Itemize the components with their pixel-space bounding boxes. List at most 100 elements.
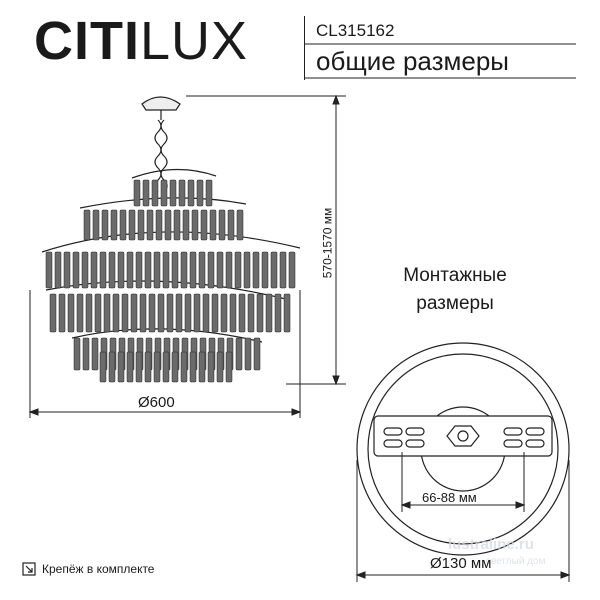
crystal-drop xyxy=(216,251,224,289)
crystal-drop xyxy=(225,351,233,383)
crystal-drop xyxy=(121,293,129,333)
crystal-drop xyxy=(218,209,226,241)
crystal-drop xyxy=(247,293,255,333)
crystal-drop xyxy=(160,179,168,207)
height-dimension xyxy=(186,94,346,386)
crystal-drop xyxy=(58,293,66,333)
base-dimension xyxy=(355,460,571,582)
footer-text: Крепёж в комплекте xyxy=(42,562,155,576)
crystal-drop xyxy=(207,351,215,383)
crystal-drop xyxy=(265,293,273,333)
crystal-drop xyxy=(151,179,159,207)
crystal-drop xyxy=(166,293,174,333)
watermark: lustraline.ru xyxy=(448,536,534,553)
base-label: Ø130 мм xyxy=(430,555,492,572)
crystal-drop xyxy=(225,251,233,289)
crystal-drop xyxy=(171,251,179,289)
crystal-drop xyxy=(211,293,219,333)
mount-title-line-2: размеры xyxy=(416,293,494,314)
crystal-drop xyxy=(189,251,197,289)
crystal-drop xyxy=(198,251,206,289)
crystal-drop xyxy=(229,293,237,333)
crystal-drop xyxy=(148,293,156,333)
watermark-sub: светлый дом xyxy=(486,556,546,567)
crystal-drop xyxy=(146,209,154,241)
crystal-drop xyxy=(117,251,125,289)
crystal-drop xyxy=(81,251,89,289)
crystal-drop xyxy=(187,179,195,207)
title-divider xyxy=(304,16,305,80)
crystal-drop xyxy=(135,251,143,289)
crystal-drop xyxy=(110,209,118,241)
crystal-drop xyxy=(155,209,163,241)
crystal-drop xyxy=(112,293,120,333)
crystal-drop xyxy=(178,179,186,207)
crystal-drop xyxy=(227,209,235,241)
crystal-drop xyxy=(180,251,188,289)
crystal-drop xyxy=(153,251,161,289)
crystal-drop xyxy=(182,209,190,241)
mount-title: Монтажные размеры xyxy=(380,262,530,318)
crystal-drop xyxy=(238,293,246,333)
crystal-drop xyxy=(202,293,210,333)
crystal-drop xyxy=(244,337,252,371)
crystal-drop xyxy=(137,209,145,241)
crystal-drop xyxy=(274,293,282,333)
crystal-drop xyxy=(126,351,134,383)
crystal-drop xyxy=(108,251,116,289)
model-number: CL315162 xyxy=(316,21,395,40)
crystal-drop xyxy=(72,251,80,289)
bracket-label: 66-88 мм xyxy=(422,490,477,505)
crystal-drop xyxy=(200,209,208,241)
crystal-drop xyxy=(220,293,228,333)
crystal-drop xyxy=(144,251,152,289)
crystal-drop xyxy=(261,251,269,289)
diameter-label: Ø600 xyxy=(138,394,175,411)
height-label: 570-1570 мм xyxy=(320,207,335,279)
crystal-drop xyxy=(83,209,91,241)
bracket-dimension xyxy=(400,452,526,512)
crystal-drop xyxy=(108,351,116,383)
crystal-drop xyxy=(235,337,243,371)
crystal-drop xyxy=(99,251,107,289)
crystal-drop xyxy=(54,251,62,289)
crystal-drop xyxy=(101,209,109,241)
footer-note: Крепёж в комплекте xyxy=(22,562,154,576)
crystal-drop xyxy=(189,351,197,383)
crystal-drop xyxy=(67,293,75,333)
crystal-drop xyxy=(82,337,90,371)
crystal-drop xyxy=(169,179,177,207)
crystal-drop xyxy=(236,209,244,241)
brand-part-1: CITI xyxy=(34,11,140,71)
crystal-drop xyxy=(45,251,53,289)
crystal-drop xyxy=(252,251,260,289)
crystal-drop xyxy=(196,179,204,207)
crystal-drop xyxy=(117,351,125,383)
crystal-drop xyxy=(94,293,102,333)
crystal-drop xyxy=(157,293,165,333)
crystal-drop xyxy=(216,351,224,383)
crystal-drop xyxy=(144,351,152,383)
crystal-drop xyxy=(253,337,261,371)
crystal-drop xyxy=(90,251,98,289)
diameter-dimension xyxy=(28,290,302,418)
crystal-drop xyxy=(128,209,136,241)
crystal-drop xyxy=(119,209,127,241)
crystal-drop xyxy=(76,293,84,333)
crystal-drop xyxy=(153,351,161,383)
crystal-drop xyxy=(173,209,181,241)
crystal-drop xyxy=(256,293,264,333)
crystal-drop xyxy=(198,351,206,383)
crystal-drop xyxy=(191,209,199,241)
crystal-drop xyxy=(130,293,138,333)
crystal-drop xyxy=(162,351,170,383)
crystal-drop xyxy=(92,209,100,241)
crystal-drop xyxy=(175,293,183,333)
crystal-drop xyxy=(162,251,170,289)
crystal-drop xyxy=(139,293,147,333)
crystal-drop xyxy=(283,293,291,333)
crystal-drop xyxy=(85,293,93,333)
crystal-drop xyxy=(205,179,213,207)
mount-title-line-1: Монтажные xyxy=(403,265,507,286)
